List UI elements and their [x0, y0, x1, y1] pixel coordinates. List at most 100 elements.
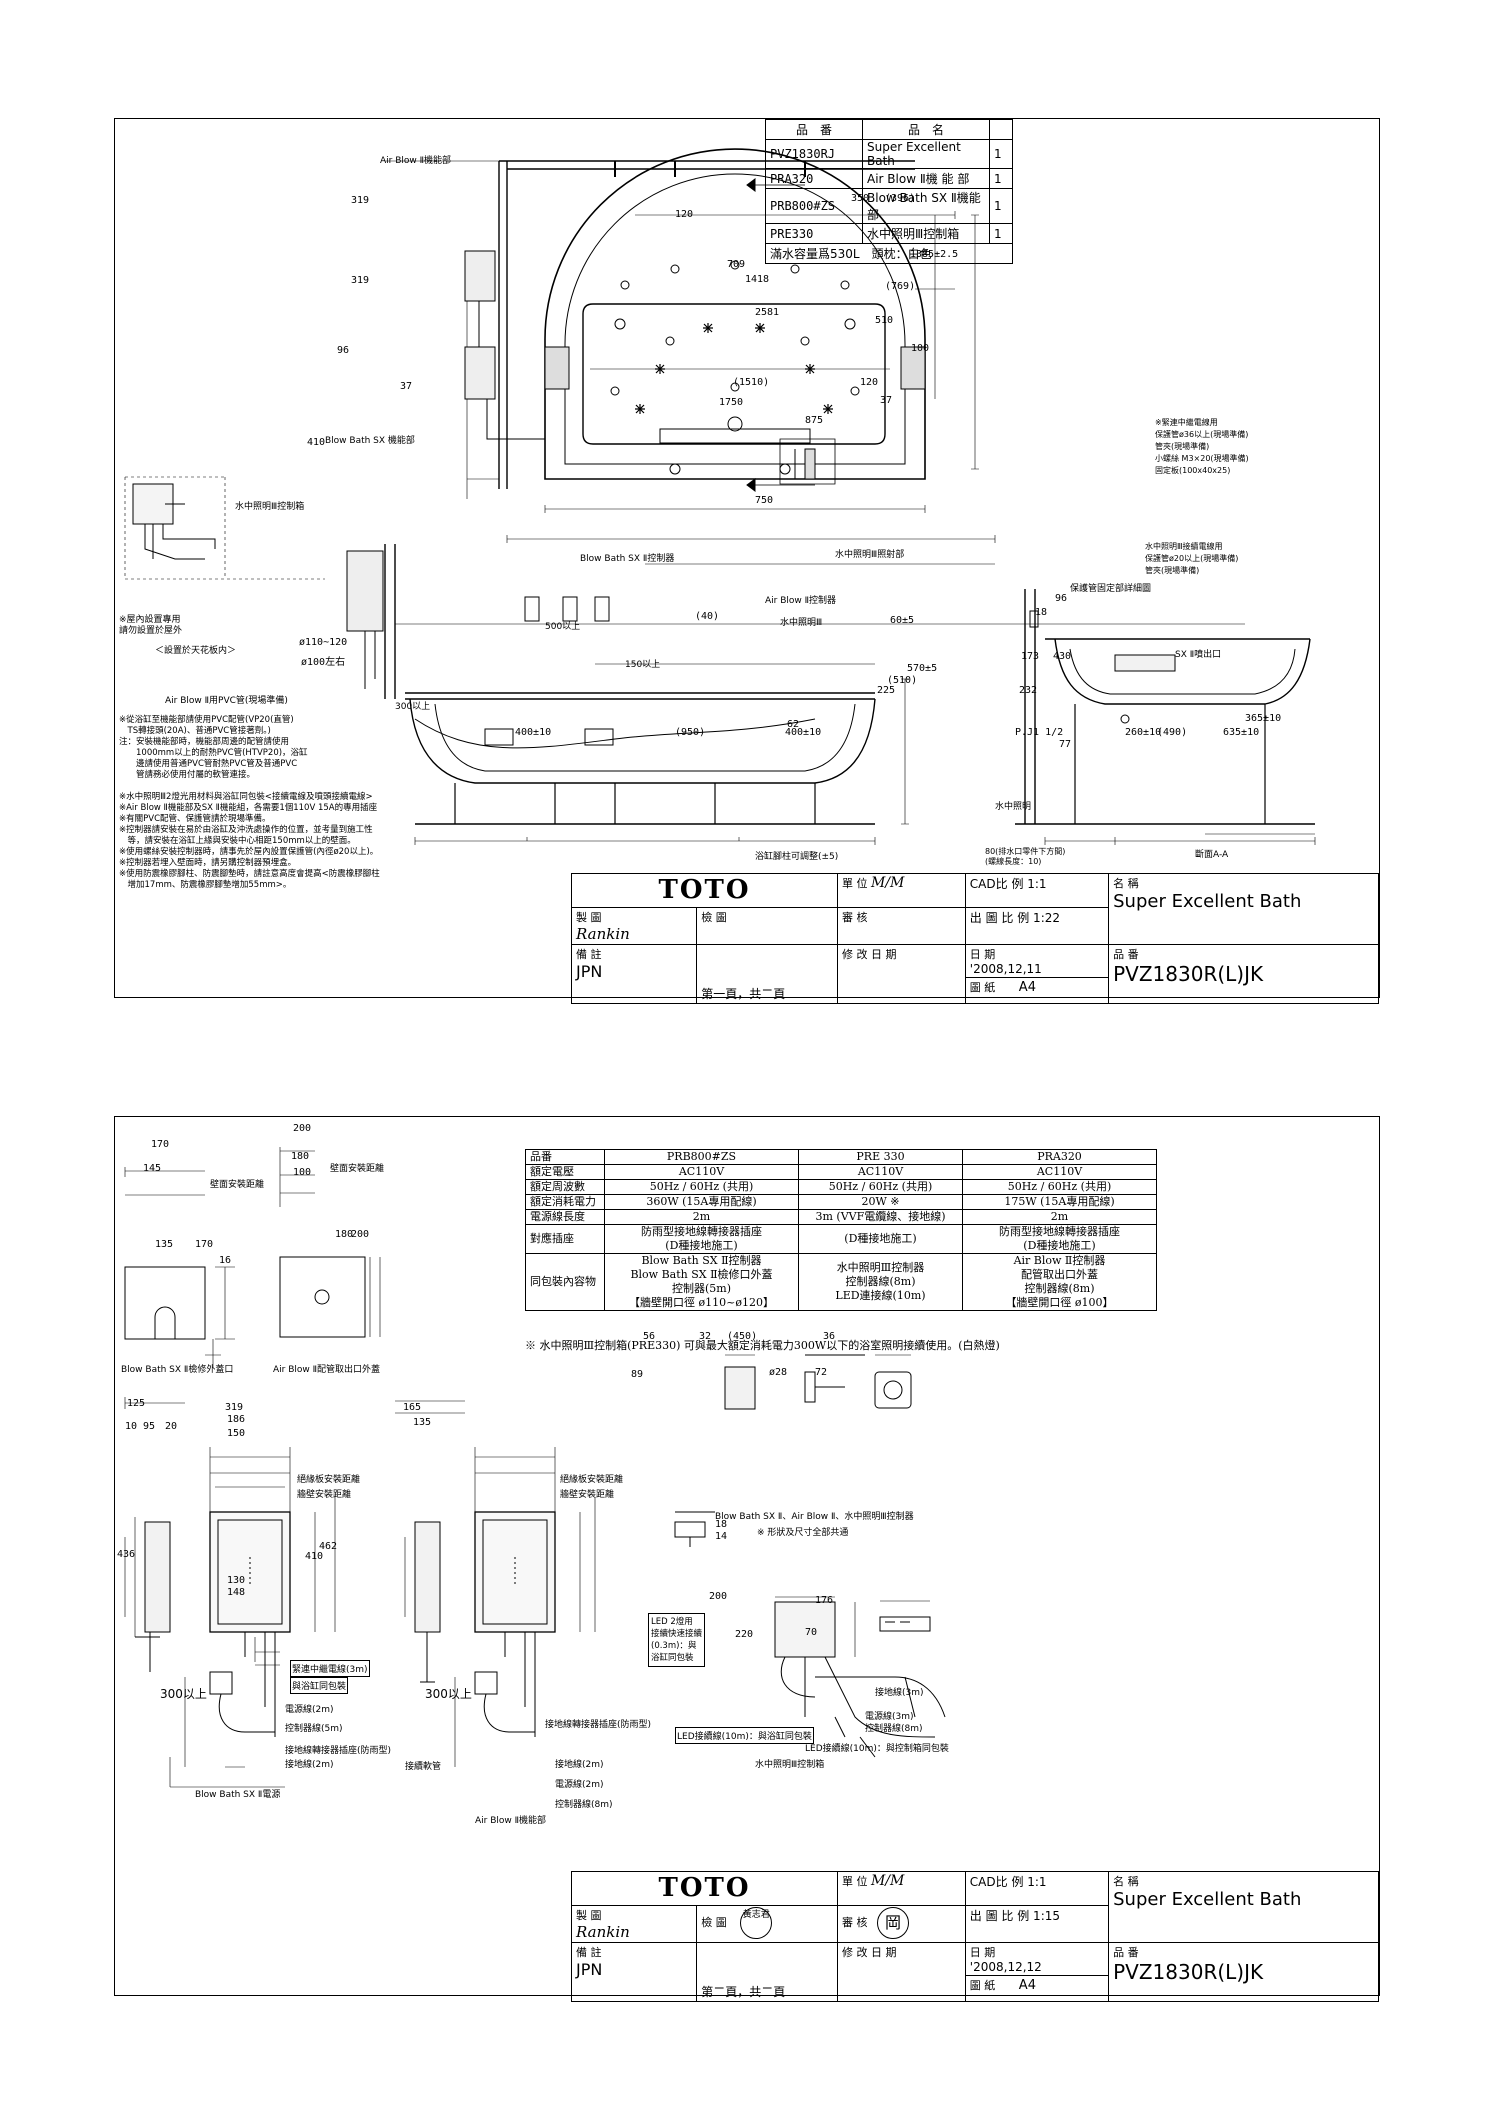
dimension-label: 89 — [631, 1369, 644, 1380]
dimension-label: 410 — [307, 437, 326, 448]
spec-header: PRB800#ZS — [604, 1149, 799, 1165]
power-wire-label: 電源線(2m) — [285, 1705, 334, 1715]
dimension-label: ø28 — [769, 1367, 788, 1378]
dimension-label: 37 — [400, 381, 413, 392]
spec-header: PRA320 — [962, 1149, 1157, 1165]
spec-cell: 防雨型接地線轉接器插座 (D種接地施工) — [962, 1224, 1157, 1254]
insulation-dist-label: 絕緣板安裝距離 — [297, 1475, 361, 1485]
light-cable-label: 水中照明Ⅲ接續電線用 — [1145, 542, 1223, 551]
dimension-label: 60±5 — [890, 615, 915, 626]
revise-label: 修 改 日 期 — [836, 944, 966, 1004]
dimension-label: 709 — [727, 259, 746, 270]
dimension-label: (510) — [887, 675, 918, 686]
dimension-label: (490) — [1157, 727, 1188, 738]
fix-plate-label: 固定板(100x40x25) — [1155, 466, 1231, 475]
dimension-label: 96 — [337, 345, 350, 356]
spec-table: 品番 PRB800#ZS PRE 330 PRA320 額定電壓 AC110V … — [525, 1149, 1157, 1311]
spec-cell: 水中照明Ⅲ控制器 控制器線(8m) LED連接線(10m) — [798, 1253, 963, 1311]
part-value: PVZ1830R(L)JK — [1113, 1960, 1264, 1984]
dimension-label: 436 — [117, 1549, 136, 1560]
insulation-dist-label: 絕緣板安裝距離 — [560, 1475, 624, 1485]
dimension-label: 462 — [319, 1541, 338, 1552]
sheet2-linework — [124, 1147, 946, 1788]
spec-cell: AC110V — [604, 1164, 799, 1180]
dimension-label: 170 — [151, 1139, 170, 1150]
remark-value: JPN — [576, 962, 603, 981]
dimension-label: (450) — [727, 1331, 758, 1342]
cad-scale: CAD比 例 1:1 — [964, 873, 1110, 908]
dimension-label: 260±10 — [1125, 727, 1162, 738]
pipe-fix-label: 保護管固定部詳細圖 — [1070, 584, 1152, 594]
parts-qty: 1 — [989, 168, 1013, 189]
company-logo: TOTO — [571, 1871, 838, 1906]
dimension-label: 20 — [165, 1421, 178, 1432]
parts-table: 品 番 品 名 PVZ1830RJ Super Excellent Bath 1… — [765, 119, 1013, 264]
dimension-label: ø100左右 — [301, 657, 346, 668]
parts-code: PRB800#ZS — [765, 188, 863, 224]
dimension-label: 200 — [293, 1123, 312, 1134]
lighting-iii-label: 水中照明Ⅲ — [780, 618, 823, 628]
dimension-label: (1510) — [733, 377, 770, 388]
bbsx-controller-label: Blow Bath SX Ⅱ控制器 — [580, 554, 675, 564]
led-wire-label: LED接續線(10m)：與浴缸同包裝 — [675, 1727, 814, 1744]
parts-footer: 滿水容量爲530L 頭枕：白色 — [765, 243, 1013, 264]
dimension-label: 10 — [125, 1421, 138, 1432]
air-blow-controller-label: Air Blow Ⅱ控制器 — [765, 596, 837, 606]
dimension-label: 225 — [877, 685, 896, 696]
dimension-label: 72 — [815, 1367, 828, 1378]
dimension-label: 1385±2.5 — [910, 249, 959, 260]
pipe-conduit-label: 保護管ø36以上(現場準備) — [1155, 430, 1249, 439]
approve-label: 審 核 — [836, 907, 966, 945]
air-blow-unit-label: Air Blow Ⅱ機能部 — [380, 156, 452, 166]
part-value: PVZ1830R(L)JK — [1113, 962, 1264, 986]
dimension-label: 1418 — [745, 274, 770, 285]
parts-qty: 1 — [989, 188, 1013, 224]
ground-wire-ab-label: 接地線(2m) — [555, 1760, 604, 1770]
check-stamp: 黃志君 — [740, 1907, 773, 1939]
dimension-label: (950) — [675, 727, 706, 738]
maker-label: 製 圖 — [576, 1909, 602, 1922]
paper-label: 圖 紙 — [969, 1979, 996, 1992]
dimension-label: 120 — [860, 377, 879, 388]
dimension-label: 173 — [1021, 651, 1040, 662]
spec-cell: 50Hz / 60Hz (共用) — [798, 1179, 963, 1195]
spec-cell: 防雨型接地線轉接器插座 (D種接地施工) — [604, 1224, 799, 1254]
blow-bath-unit-label: Blow Bath SX 機能部 — [325, 436, 415, 446]
dimension-label: 36 — [823, 1331, 836, 1342]
led-wire2-label: LED接續線(10m)：與控制箱同包裝 — [805, 1744, 949, 1754]
dimension-label: 319 — [351, 195, 370, 206]
spec-cell: 2m — [962, 1209, 1157, 1225]
dimension-label: 570±5 — [907, 663, 938, 674]
parts-name: Air Blow Ⅱ機 能 部 — [862, 168, 990, 189]
ab-unit-label: Air Blow Ⅱ機能部 — [475, 1816, 547, 1826]
spec-cell: (D種接地施工) — [798, 1224, 963, 1254]
spec-key: 額定周波數 — [525, 1179, 605, 1195]
spec-key: 電源線長度 — [525, 1209, 605, 1225]
unit-label: 單 位 — [841, 1875, 868, 1888]
lighting-panel-label: 水中照明Ⅲ照射部 — [835, 550, 905, 560]
dimension-label: (396) — [885, 193, 916, 204]
spec-cell: 2m — [604, 1209, 799, 1225]
check-label: 檢 圖 — [696, 907, 838, 945]
page-number: 第二頁，共二頁 — [696, 1942, 838, 2002]
name-label: 名 稱 — [1113, 1875, 1139, 1888]
part-label: 品 番 — [1113, 1946, 1139, 1959]
ceiling-note: ＜設置於天花板内＞ — [155, 646, 237, 656]
spec-footnote: ※ 水中照明Ⅲ控制箱(PRE330) 可與最大額定消耗電力300W以下的浴室照明… — [525, 1339, 1000, 1352]
date-label: 日 期 — [969, 948, 996, 961]
dimension-label: 180 — [291, 1151, 310, 1162]
spec-cell: Blow Bath SX Ⅱ控制器 Blow Bath SX Ⅱ檢修口外蓋 控制… — [604, 1253, 799, 1311]
check-label: 檢 圖 — [701, 1916, 727, 1929]
wall-mount-dist-label: 牆壁安裝距離 — [560, 1490, 615, 1500]
over300-right-label: 300以上 — [425, 1687, 472, 1701]
part-label: 品 番 — [1113, 948, 1139, 961]
dimension-label: 77 — [1059, 739, 1072, 750]
dimension-label: 18 — [1035, 607, 1048, 618]
ground3-label: 接地線(3m) — [875, 1688, 924, 1698]
ctrl-wire5-label: 控制器線(5m) — [285, 1724, 343, 1734]
dimension-label: 176 — [815, 1595, 834, 1606]
pvc-note: Air Blow Ⅱ用PVC管(現場準備) — [165, 696, 288, 706]
name-value: Super Excellent Bath — [1113, 1889, 1302, 1910]
dimension-label: 400±10 — [785, 727, 822, 738]
